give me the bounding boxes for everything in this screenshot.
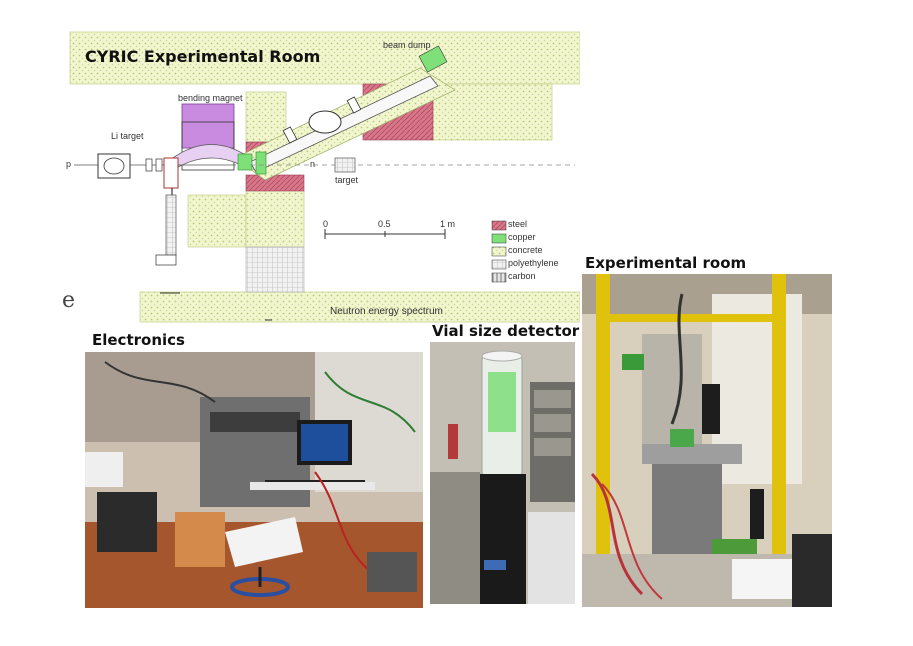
dump-flange-a: [282, 126, 298, 144]
legend-label-copper: copper: [508, 232, 536, 242]
label-electronics: Electronics: [92, 331, 185, 349]
concrete-block-center: [245, 189, 305, 248]
legend-label-concrete: concrete: [508, 245, 543, 255]
legend-label-polyethylene: polyethylene: [508, 258, 559, 268]
label-scale-1m: 1 m: [440, 219, 456, 229]
label-bottom-caption: Neutron energy spectrum: [330, 306, 443, 317]
legend-swatch-polyethylene: [491, 259, 507, 270]
cyric-diagram: [60, 30, 581, 330]
room-scene: [582, 274, 832, 607]
legend-swatch-steel: [491, 220, 507, 231]
concrete-block-left: [187, 194, 247, 248]
li-target-base: [155, 254, 177, 266]
copper-block-a: [237, 153, 253, 171]
photo-vial-detector: [430, 342, 575, 604]
label-fragment: e: [62, 288, 76, 313]
copper-block-b: [255, 151, 267, 175]
concrete-block-right: [431, 83, 553, 141]
vial-scene: [430, 342, 575, 604]
label-beam-dump: beam dump: [383, 40, 431, 50]
quad-core: [103, 157, 125, 175]
legend-swatch-carbon: [491, 272, 507, 283]
label-li-target: Li target: [111, 131, 144, 141]
label-vial-detector: Vial size detector: [432, 322, 580, 340]
dump-flange-b: [346, 96, 362, 114]
label-p: p: [66, 159, 72, 169]
photo-electronics: [85, 352, 423, 608]
legend-swatch-concrete: [491, 246, 507, 257]
concrete-block-mid: [245, 91, 287, 143]
legend-swatches: [491, 220, 507, 283]
electronics-scene: [85, 352, 423, 608]
legend-label-steel: steel: [508, 219, 528, 229]
label-scale-0: 0: [323, 219, 329, 229]
dump-magnet: [308, 110, 342, 134]
concrete-wall-bottom: [139, 291, 581, 323]
diagram-svg: [69, 31, 581, 323]
bending-magnet: [181, 103, 235, 149]
label-experimental-room: Experimental room: [585, 254, 747, 272]
concrete-wall-top: [69, 31, 581, 85]
legend-swatch-copper: [491, 233, 507, 244]
steel-block-lower: [245, 174, 305, 192]
label-scale-05: 0.5: [378, 219, 391, 229]
magnet-yoke: [181, 121, 235, 171]
polyethylene-block: [245, 246, 305, 293]
label-bending-magnet: bending magnet: [178, 93, 243, 103]
photo-experimental-room: [582, 274, 832, 607]
legend: steel copper concrete polyethylene carbo…: [508, 218, 559, 283]
beam-line-pipe: [249, 75, 439, 173]
label-target: target: [335, 175, 359, 185]
neutron-target-box: [334, 157, 356, 173]
li-target-chamber: [163, 157, 179, 189]
beam-dump-block: [418, 45, 448, 73]
li-target-rod: [165, 194, 177, 256]
beam-flange: [145, 158, 153, 172]
legend-label-carbon: carbon: [508, 271, 536, 281]
label-n: n: [310, 159, 316, 169]
beam-flange-2: [155, 158, 163, 172]
diagram-title: CYRIC Experimental Room: [85, 47, 321, 66]
